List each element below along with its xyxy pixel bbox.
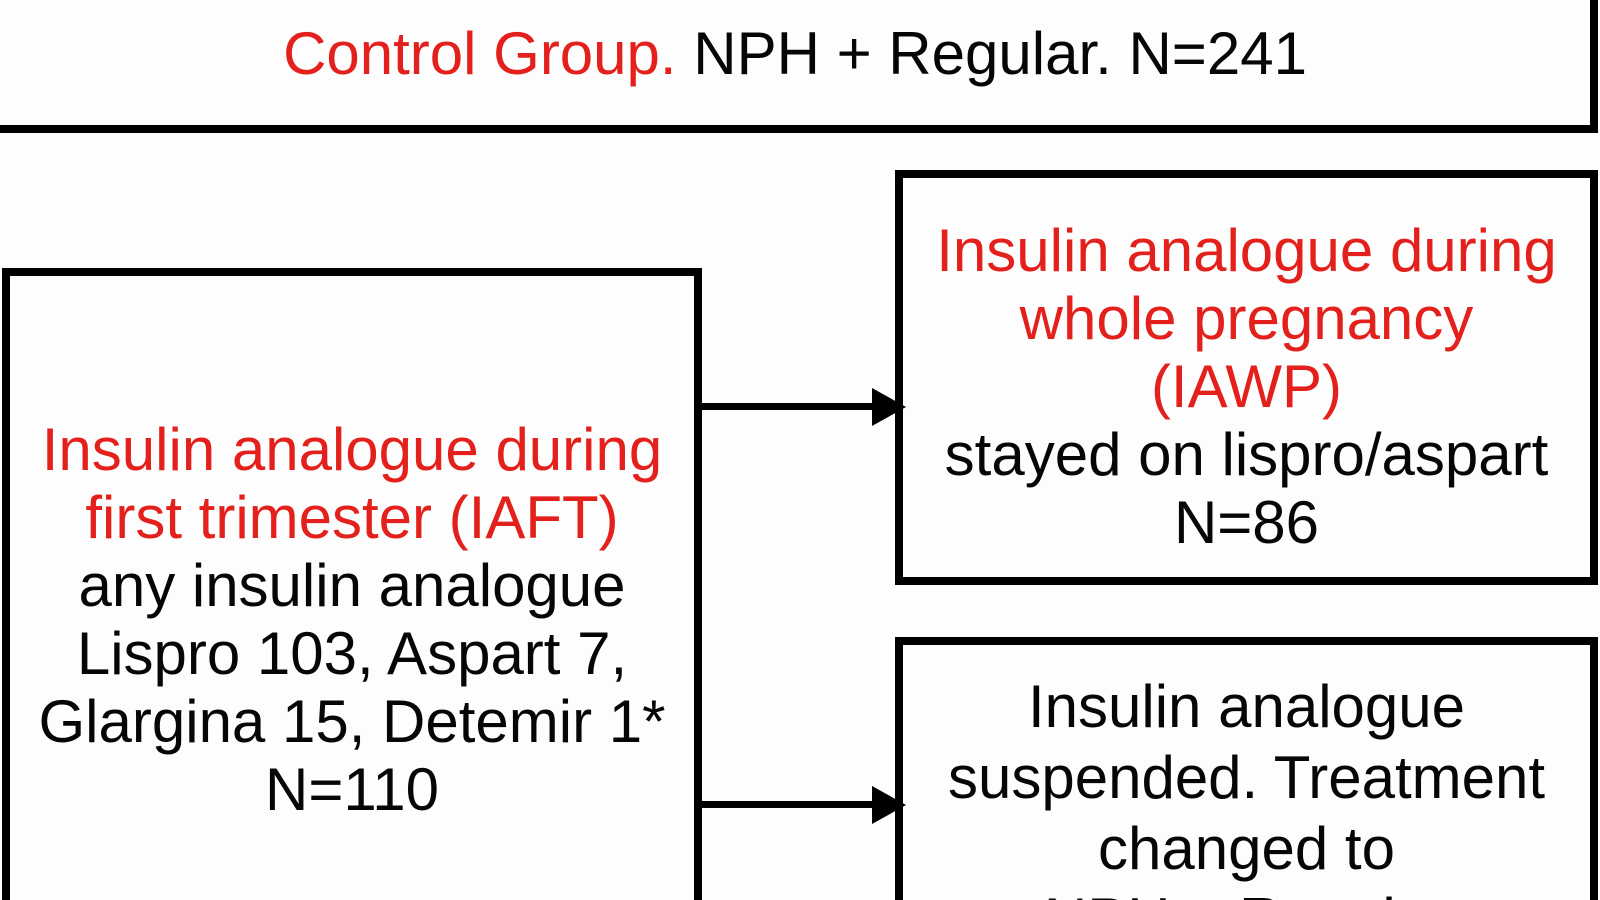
- control-group-label-black: NPH + Regular. N=241: [693, 20, 1307, 87]
- iaft-detail-line-3: Glargina 15, Detemir 1*: [38, 688, 666, 755]
- arrow-to-suspended-shaft: [700, 801, 874, 808]
- suspended-treatment-box: Insulin analogue suspended. Treatment ch…: [895, 637, 1598, 900]
- iaft-box: Insulin analogue during first trimester …: [2, 268, 702, 900]
- iawp-n-count: N=86: [1173, 489, 1320, 556]
- suspended-line-2: suspended. Treatment: [947, 744, 1546, 811]
- iaft-n-count: N=110: [264, 756, 440, 823]
- iaft-title-line-1: Insulin analogue during: [41, 416, 663, 483]
- iawp-detail-line-1: stayed on lispro/aspart: [944, 421, 1549, 488]
- iaft-detail-line-2: Lispro 103, Aspart 7,: [76, 620, 628, 687]
- arrow-to-iawp-arrowhead-icon: [872, 388, 906, 426]
- suspended-line-4: NPH + Regular: [1044, 884, 1449, 900]
- iaft-detail-line-1: any insulin analogue: [78, 552, 626, 619]
- control-group-box: Control Group. NPH + Regular. N=241: [0, 0, 1598, 133]
- iawp-title-line-1: Insulin analogue during: [936, 217, 1557, 284]
- control-group-label-red: Control Group.: [283, 20, 694, 87]
- suspended-line-3: changed to: [1098, 815, 1395, 882]
- arrow-to-suspended-arrowhead-icon: [872, 786, 906, 824]
- arrow-to-iawp-shaft: [700, 403, 874, 410]
- iawp-title-line-2: whole pregnancy: [1019, 285, 1474, 352]
- suspended-line-1: Insulin analogue: [1027, 673, 1466, 740]
- iaft-title-line-2: first trimester (IAFT): [85, 484, 619, 551]
- iawp-title-line-3: (IAWP): [1150, 353, 1343, 420]
- control-group-label: Control Group. NPH + Regular. N=241: [283, 20, 1307, 88]
- iawp-box: Insulin analogue during whole pregnancy …: [895, 170, 1598, 585]
